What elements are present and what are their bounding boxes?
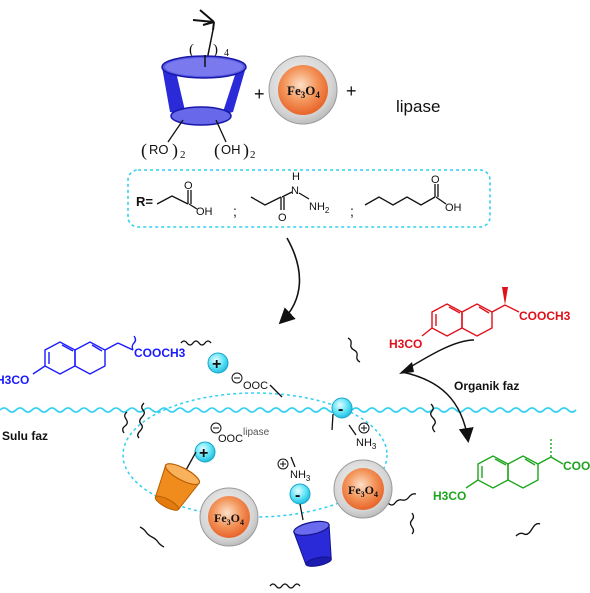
oh-r3: OH [445, 202, 462, 214]
svg-text:N: N [291, 185, 299, 197]
separator-1: ; [233, 203, 237, 219]
racemic-cooch3: COOCH3 [134, 346, 186, 360]
arrow-to-acid [401, 371, 474, 443]
positive-charge-ball-1: + [207, 352, 229, 374]
cyclodextrin-blue-bottom [293, 520, 332, 567]
ooc-label-mid: OOC [218, 433, 243, 445]
chain-subscript: 4 [224, 48, 229, 59]
fe3o4-particle-top: Fe3O4 [268, 55, 338, 125]
racemic-naproxen-ester [32, 335, 137, 375]
negative-charge-ball-1: - [331, 397, 353, 419]
svg-text:-: - [295, 487, 300, 504]
interface-line [0, 407, 577, 413]
racemic-h3co: H3CO [0, 373, 29, 387]
tert-butyl-group [192, 9, 215, 31]
nh2-label: NH2 [309, 201, 330, 215]
svg-text:Fe3O4: Fe3O4 [214, 511, 244, 527]
svg-text:(: ( [141, 140, 147, 161]
svg-text:Fe3O4: Fe3O4 [348, 483, 378, 499]
svg-text:): ) [172, 140, 178, 161]
r-label: R= [136, 194, 153, 209]
svg-text:(: ( [214, 140, 220, 161]
fe3o4-particle-right: Fe3O4 [333, 459, 393, 519]
acid-cooh: COOH [563, 459, 590, 473]
chain-paren-close: ) [213, 42, 218, 58]
surfactant-tails [122, 337, 541, 589]
negative-charge-ball-2: - [289, 483, 311, 505]
cyclodextrin-top: ( ) 4 ( RO ) 2 ( OH ) 2 [141, 9, 256, 161]
organic-phase-label: Organik faz [454, 379, 519, 393]
acid-product [465, 438, 564, 489]
svg-text:O: O [184, 180, 193, 192]
fe3o4-particle-left: Fe3O4 [199, 487, 259, 547]
oh-subscript: 2 [250, 149, 256, 161]
svg-text:+: + [212, 356, 221, 373]
ro-subscript: 2 [180, 149, 186, 161]
positive-charge-ball-2: + [194, 441, 216, 463]
svg-text:): ) [243, 140, 249, 161]
plus-sign-2: + [346, 81, 357, 101]
chain-paren-open: ( [189, 42, 194, 58]
fe-label: Fe [287, 83, 301, 98]
svg-text:O: O [278, 212, 287, 224]
svg-text:Fe3O4: Fe3O4 [287, 83, 320, 100]
svg-text:-: - [338, 401, 343, 418]
lipase-inner-label: lipase [243, 427, 270, 438]
separator-2: ; [350, 203, 354, 219]
reaction-arrow-down [278, 237, 301, 325]
nh3-label-right: NH3 [356, 437, 377, 451]
oh-label: OH [221, 142, 241, 157]
cyclodextrin-orange [154, 463, 201, 511]
ester-product [421, 303, 520, 337]
wedge-bond-ester [502, 287, 508, 305]
aqueous-phase-label: Sulu faz [2, 429, 48, 443]
lipase-label: lipase [396, 97, 440, 116]
acid-h3co: H3CO [433, 489, 466, 503]
plus-sign-1: + [254, 84, 265, 104]
oh-r1: OH [196, 206, 213, 218]
ester-h3co: H3CO [389, 337, 422, 351]
ooc-label-top: OOC [243, 380, 268, 392]
ester-cooch3: COOCH3 [519, 309, 571, 323]
svg-text:H: H [292, 171, 300, 183]
svg-text:+: + [199, 445, 208, 462]
ro-label: RO [149, 142, 169, 157]
nh3-label-mid: NH3 [290, 469, 311, 483]
r-group-box: R= O OH ; O H N NH2 ; O OH [127, 169, 491, 228]
svg-text:O: O [431, 174, 440, 186]
